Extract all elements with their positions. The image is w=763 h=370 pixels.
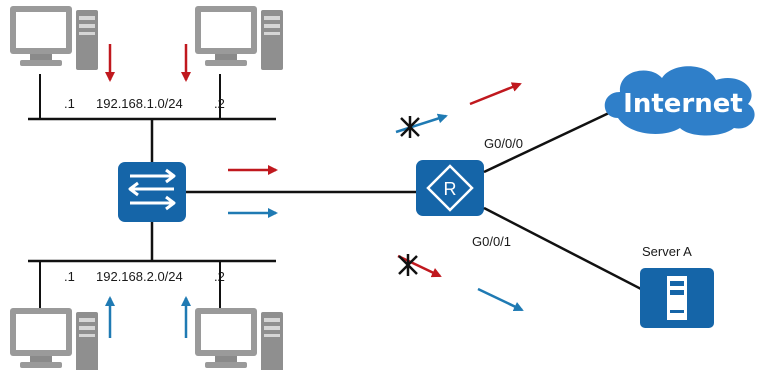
top-subnet-label: 192.168.1.0/24 — [96, 96, 183, 111]
server-a-label: Server A — [642, 244, 692, 259]
pc-bottom-left — [10, 308, 98, 370]
blocked-arrow-blue-internet — [395, 113, 448, 138]
iface-g000-label: G0/0/0 — [484, 136, 523, 151]
bottom-subnet-label: 192.168.2.0/24 — [96, 269, 183, 284]
pc-bottom-right — [195, 308, 283, 370]
top-host-left-label: .1 — [64, 96, 75, 111]
top-host-right-label: .2 — [214, 96, 225, 111]
server-icon — [640, 268, 714, 328]
traffic-arrow-red-to-internet — [469, 82, 522, 106]
traffic-arrow-blue-to-server — [477, 287, 524, 312]
iface-g001-label: G0/0/1 — [472, 234, 511, 249]
router-icon: R — [416, 160, 484, 216]
pc-top-left — [10, 6, 98, 70]
bottom-host-left-label: .1 — [64, 269, 75, 284]
router-server-link — [483, 206, 644, 292]
router-internet-link — [483, 102, 629, 174]
internet-cloud-icon: Internet — [604, 66, 755, 136]
switch-icon — [118, 162, 186, 222]
router-letter: R — [444, 179, 457, 199]
internet-label: Internet — [623, 89, 743, 119]
pc-top-right — [195, 6, 283, 70]
blocked-arrow-red-server — [397, 254, 442, 278]
